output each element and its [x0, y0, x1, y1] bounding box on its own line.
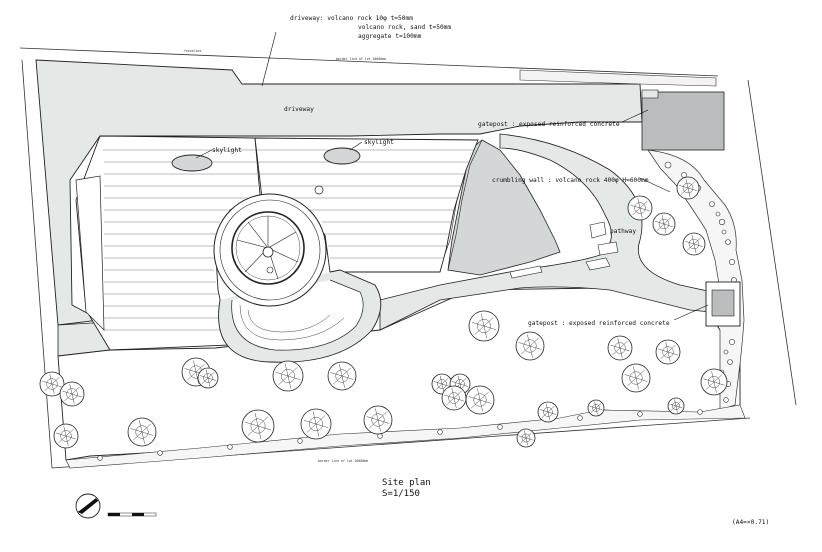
- gatepost-top-label: gatepost : exposed reinforced concrete: [478, 121, 620, 128]
- driveway-label: driveway: [284, 106, 314, 113]
- skylight-right-label: skylight: [364, 139, 394, 146]
- tree-icon: [627, 195, 653, 221]
- driveway-spec-line-2: volcano rock, sand t=50mm: [358, 24, 451, 31]
- border-line-top-label: border line of lot 20000mm: [336, 57, 386, 61]
- tree-icon: [39, 371, 65, 397]
- skylight-right-icon: [323, 147, 361, 165]
- tree-icon: [59, 381, 85, 407]
- crumbling-wall-label: crumbling wall : volcano rock 400φ H=600…: [492, 177, 649, 184]
- gatepost-top-cap: [641, 89, 659, 99]
- tree-icon: [667, 397, 685, 415]
- paper-scale-note: (A4=×0.71): [732, 519, 769, 526]
- tree-icon: [700, 368, 728, 396]
- tree-icon: [363, 405, 393, 435]
- tree-icon: [127, 417, 157, 447]
- rock-border-bottom: [65, 404, 746, 469]
- drawing-title: Site plan: [382, 478, 431, 488]
- gatepost-top: [641, 91, 725, 151]
- gatepost-bottom-core: [711, 289, 735, 317]
- skylight-left-icon: [171, 154, 213, 172]
- roof-right-lines: [256, 149, 474, 259]
- driveway-spec-line-3: aggregate t=100mm: [358, 33, 422, 40]
- driveway-spec-line-1: driveway: volcano rock 10φ t=50mm: [290, 15, 413, 22]
- tree-icon: [587, 399, 605, 417]
- drain-icon: [314, 185, 324, 195]
- tree-icon: [300, 408, 332, 440]
- drawing-scale: S=1/150: [382, 489, 420, 499]
- tree-icon: [197, 367, 219, 389]
- tree-icon: [676, 176, 700, 200]
- crumbling-wall-shadow: [447, 139, 561, 276]
- fenceline-label: fenceline: [184, 49, 201, 53]
- tree-icon: [607, 335, 633, 361]
- gatepost-bottom-label: gatepost : exposed reinforced concrete: [528, 320, 670, 327]
- north-arrow-icon: [75, 493, 101, 519]
- tree-icon: [515, 331, 545, 361]
- tree-icon: [272, 360, 304, 392]
- roof-left: [75, 135, 261, 351]
- spiral-structure: [213, 193, 382, 363]
- roof-left-edge: [75, 175, 105, 331]
- skylight-left-label: skylight: [212, 147, 242, 154]
- top-stone-band: [519, 69, 717, 87]
- tree-icon: [441, 385, 467, 411]
- stepping-stones: [509, 221, 619, 279]
- tree-icon: [468, 310, 500, 342]
- border-line-bottom-label: border line of lot 20000mm: [318, 459, 368, 463]
- tree-icon: [465, 385, 495, 415]
- pathway-label: pathway: [610, 228, 636, 235]
- tree-icon: [682, 232, 706, 256]
- tree-icon: [327, 361, 357, 391]
- tree-icon: [537, 401, 559, 423]
- driveway-area: [35, 59, 643, 326]
- trees: [39, 176, 728, 449]
- tree-icon: [655, 339, 681, 365]
- tree-icon: [53, 423, 79, 449]
- scale-bar-icon: [107, 512, 157, 517]
- leader-lines: [195, 31, 709, 321]
- tree-icon: [652, 212, 676, 236]
- tree-icon: [241, 409, 275, 443]
- tree-icon: [621, 363, 651, 393]
- tree-icon: [516, 428, 536, 448]
